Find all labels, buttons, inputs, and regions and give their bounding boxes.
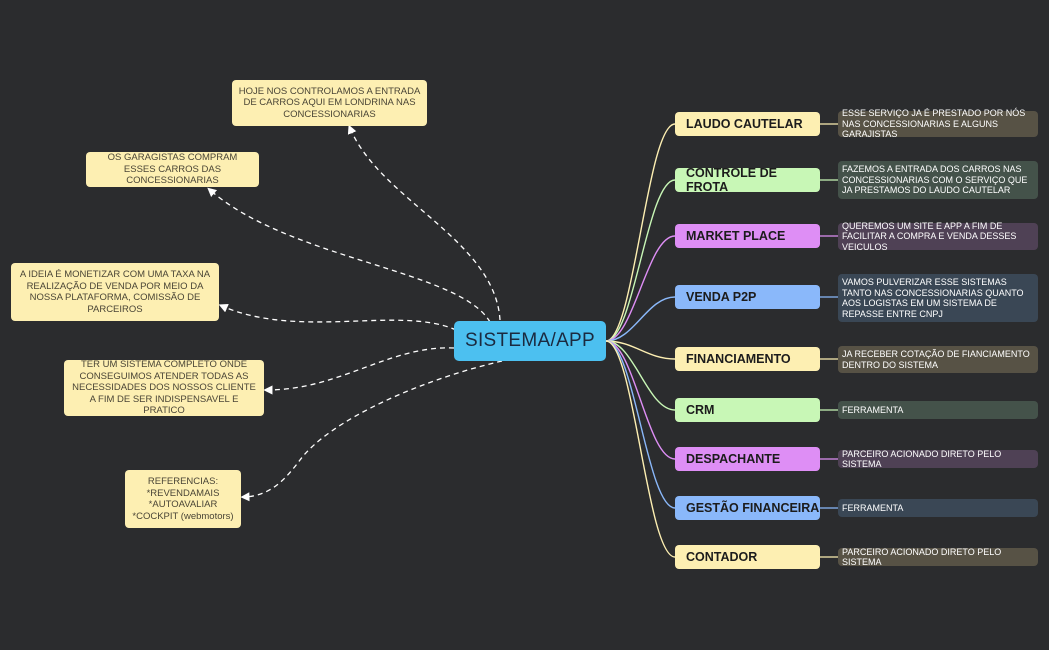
branch-label: FINANCIAMENTO (686, 352, 791, 366)
note-londrina-control[interactable]: HOJE NOS CONTROLAMOS A ENTRADA DE CARROS… (232, 80, 427, 126)
detail-laudo-cautelar[interactable]: ESSE SERVIÇO JA É PRESTADO POR NÓS NAS C… (838, 108, 1038, 140)
note-text: HOJE NOS CONTROLAMOS A ENTRADA DE CARROS… (238, 85, 421, 120)
branch-label: CRM (686, 403, 715, 417)
branch-connector (605, 296, 676, 342)
note-text: A IDEIA É MONETIZAR COM UMA TAXA NA REAL… (19, 269, 211, 315)
detail-despachante[interactable]: PARCEIRO ACIONADO DIRETO PELO SISTEMA (838, 448, 1038, 470)
branch-controle-de-frota[interactable]: CONTROLE DE FROTA (675, 166, 820, 194)
note-text: TER UM SISTEMA COMPLETO ONDE CONSEGUIMOS… (72, 359, 256, 417)
note-connector (347, 124, 501, 321)
note-complete-system[interactable]: TER UM SISTEMA COMPLETO ONDE CONSEGUIMOS… (64, 359, 264, 417)
branch-crm[interactable]: CRM (675, 398, 820, 422)
note-connector (207, 187, 491, 323)
detail-crm[interactable]: FERRAMENTA (838, 401, 1038, 419)
detail-text: PARCEIRO ACIONADO DIRETO PELO SISTEMA (842, 448, 1002, 470)
branch-label: CONTADOR (686, 550, 758, 564)
branch-market-place[interactable]: MARKET PLACE (675, 224, 820, 248)
central-topic[interactable]: SISTEMA/APP (454, 321, 606, 361)
branch-connector (605, 235, 676, 342)
branch-laudo-cautelar[interactable]: LAUDO CAUTELAR (675, 112, 820, 136)
branch-label: GESTÃO FINANCEIRA (686, 501, 820, 515)
branch-connector (605, 179, 676, 342)
branch-connector (605, 340, 676, 509)
detail-text: VAMOS PULVERIZAR ESSE SISTEMAS TANTO NAS… (842, 277, 1024, 319)
detail-venda-p2p[interactable]: VAMOS PULVERIZAR ESSE SISTEMAS TANTO NAS… (838, 274, 1038, 322)
note-connector (240, 360, 503, 502)
detail-text: FAZEMOS A ENTRADA DOS CARROS NAS CONCESS… (842, 164, 1028, 196)
note-connector (218, 304, 457, 331)
detail-financiamento[interactable]: JA RECEBER COTAÇÃO DE FIANCIAMENTO DENTR… (838, 346, 1038, 373)
branch-connector (605, 340, 676, 411)
branch-despachante[interactable]: DESPACHANTE (675, 447, 820, 471)
note-text: OS GARAGISTAS COMPRAM ESSES CARROS DAS C… (107, 152, 238, 187)
branch-label: LAUDO CAUTELAR (686, 117, 803, 131)
detail-controle-de-frota[interactable]: FAZEMOS A ENTRADA DOS CARROS NAS CONCESS… (838, 161, 1038, 199)
note-references[interactable]: REFERENCIAS: *REVENDAMAIS *AUTOAVALIAR *… (125, 470, 241, 528)
branch-connector (605, 340, 676, 558)
note-garagistas[interactable]: OS GARAGISTAS COMPRAM ESSES CARROS DAS C… (86, 152, 259, 187)
note-monetize[interactable]: A IDEIA É MONETIZAR COM UMA TAXA NA REAL… (11, 263, 219, 321)
detail-text: ESSE SERVIÇO JA É PRESTADO POR NÓS NAS C… (842, 108, 1026, 140)
branch-financiamento[interactable]: FINANCIAMENTO (675, 347, 820, 371)
detail-text: FERRAMENTA (842, 502, 904, 513)
branch-label: VENDA P2P (686, 290, 757, 304)
branch-venda-p2p[interactable]: VENDA P2P (675, 285, 820, 309)
detail-text: FERRAMENTA (842, 404, 904, 415)
branch-label: DESPACHANTE (686, 452, 781, 466)
branch-label: MARKET PLACE (686, 229, 786, 243)
note-text: REFERENCIAS: *REVENDAMAIS *AUTOAVALIAR *… (132, 476, 234, 522)
note-connector (263, 347, 455, 395)
detail-gestao-financeira[interactable]: FERRAMENTA (838, 499, 1038, 517)
detail-contador[interactable]: PARCEIRO ACIONADO DIRETO PELO SISTEMA (838, 546, 1038, 568)
branch-connector (605, 123, 676, 342)
detail-text: JA RECEBER COTAÇÃO DE FIANCIAMENTO DENTR… (842, 349, 1030, 370)
detail-text: PARCEIRO ACIONADO DIRETO PELO SISTEMA (842, 546, 1002, 568)
detail-text: QUEREMOS UM SITE E APP A FIM DE FACILITA… (842, 220, 1017, 252)
branch-connector (605, 340, 676, 360)
central-topic-label: SISTEMA/APP (464, 330, 595, 351)
branch-gestao-financeira[interactable]: GESTÃO FINANCEIRA (675, 496, 820, 520)
branch-connector (605, 340, 676, 460)
branch-label: CONTROLE DE FROTA (686, 166, 777, 194)
branch-contador[interactable]: CONTADOR (675, 545, 820, 569)
detail-market-place[interactable]: QUEREMOS UM SITE E APP A FIM DE FACILITA… (838, 220, 1038, 252)
